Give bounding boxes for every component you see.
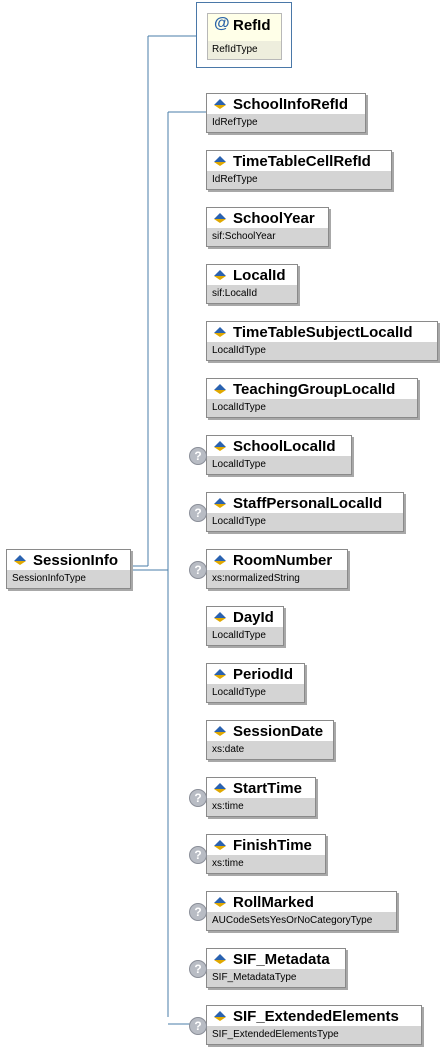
attribute-name: RefId: [233, 17, 271, 34]
element-name: RoomNumber: [233, 552, 333, 569]
element-name: FinishTime: [233, 837, 312, 854]
element-diamond-icon: [214, 327, 226, 337]
element-type: xs:normalizedString: [207, 570, 347, 588]
element-type: LocalIdType: [207, 627, 283, 645]
element-name: PeriodId: [233, 666, 294, 683]
question-mark-icon: ?: [189, 903, 207, 921]
element-name: StaffPersonalLocalId: [233, 495, 383, 512]
element-diamond-icon: [214, 897, 226, 907]
element-type: sif:SchoolYear: [207, 228, 328, 246]
element-diamond-icon: [14, 555, 26, 565]
element-type: AUCodeSetsYesOrNoCategoryType: [207, 912, 396, 930]
element-type: IdRefType: [207, 114, 365, 132]
element-type: xs:time: [207, 855, 325, 873]
element-name: TeachingGroupLocalId: [233, 381, 396, 398]
element-type: LocalIdType: [207, 513, 403, 531]
question-mark-icon: ?: [189, 846, 207, 864]
element-name: RollMarked: [233, 894, 314, 911]
attribute-group: @ RefId RefIdType: [196, 2, 292, 68]
element-diamond-icon: [214, 840, 226, 850]
element-name: StartTime: [233, 780, 302, 797]
element-diamond-icon: [214, 954, 226, 964]
element-name: TimeTableSubjectLocalId: [233, 324, 413, 341]
element-name: TimeTableCellRefId: [233, 153, 371, 170]
element-type: xs:date: [207, 741, 333, 759]
element-type: LocalIdType: [207, 684, 304, 702]
question-mark-icon: ?: [189, 561, 207, 579]
element-diamond-icon: [214, 726, 226, 736]
element-diamond-icon: [214, 156, 226, 166]
element-type: sif:LocalId: [207, 285, 297, 303]
element-diamond-icon: [214, 384, 226, 394]
element-type: LocalIdType: [207, 399, 417, 417]
element-diamond-icon: [214, 669, 226, 679]
element-type: SIF_ExtendedElementsType: [207, 1026, 421, 1044]
element-name: SIF_Metadata: [233, 951, 330, 968]
element-name: SessionDate: [233, 723, 324, 740]
element-diamond-icon: [214, 441, 226, 451]
attribute-type: RefIdType: [208, 41, 281, 59]
element-type: LocalIdType: [207, 342, 437, 360]
question-mark-icon: ?: [189, 960, 207, 978]
element-name: SchoolInfoRefId: [233, 96, 348, 113]
question-mark-icon: ?: [189, 504, 207, 522]
element-name: SchoolYear: [233, 210, 315, 227]
element-diamond-icon: [214, 270, 226, 280]
element-name: LocalId: [233, 267, 286, 284]
element-type: IdRefType: [207, 171, 391, 189]
root-element-sessioninfo[interactable]: SessionInfo SessionInfoType: [6, 549, 131, 589]
question-mark-icon: ?: [189, 789, 207, 807]
question-mark-icon: ?: [189, 1017, 207, 1035]
element-diamond-icon: [214, 555, 226, 565]
element-type: LocalIdType: [207, 456, 351, 474]
element-diamond-icon: [214, 99, 226, 109]
element-diamond-icon: [214, 1011, 226, 1021]
element-name: DayId: [233, 609, 274, 626]
attribute-refid[interactable]: @ RefId RefIdType: [207, 13, 282, 60]
element-diamond-icon: [214, 498, 226, 508]
element-diamond-icon: [214, 783, 226, 793]
element-diamond-icon: [214, 213, 226, 223]
element-name: SIF_ExtendedElements: [233, 1008, 399, 1025]
element-type: SIF_MetadataType: [207, 969, 345, 987]
element-diamond-icon: [214, 612, 226, 622]
element-type: xs:time: [207, 798, 315, 816]
question-mark-icon: ?: [189, 447, 207, 465]
root-element-name: SessionInfo: [33, 552, 119, 569]
at-sign-icon: @: [214, 15, 230, 32]
element-name: SchoolLocalId: [233, 438, 336, 455]
root-element-type: SessionInfoType: [7, 570, 130, 588]
